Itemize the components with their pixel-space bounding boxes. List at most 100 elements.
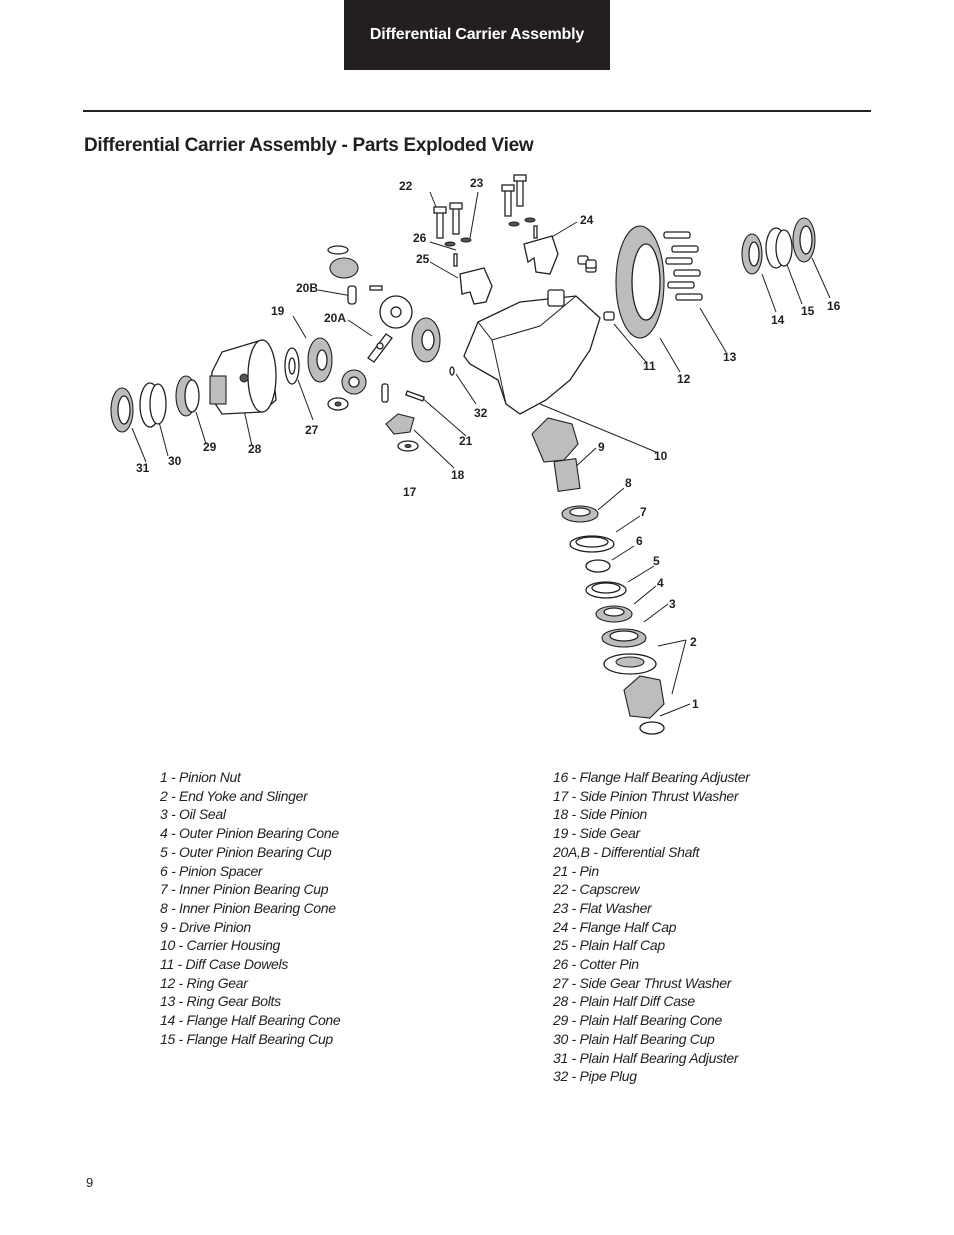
legend-item: 13 - Ring Gear Bolts: [160, 993, 281, 1010]
callout-24: 24: [580, 213, 594, 227]
flange-half-cap-24: [523, 235, 559, 275]
callout-10: 10: [654, 449, 668, 463]
callout-15: 15: [801, 304, 815, 318]
legend-item: 20A,B - Differential Shaft: [553, 843, 700, 860]
legend-item: 15 - Flange Half Bearing Cup: [160, 1030, 333, 1047]
header-rule: [83, 110, 871, 112]
flange-half-bearing-cup-15: [765, 227, 793, 269]
cotter-pin-26: [453, 225, 538, 267]
side-gear-right: [411, 317, 441, 363]
washer-center: [327, 397, 349, 411]
callout-7: 7: [640, 505, 647, 519]
end-yoke-and-slinger-2: [603, 653, 665, 719]
callout-1: 1: [692, 697, 699, 711]
callout-14: 14: [771, 313, 785, 327]
legend-item: 25 - Plain Half Cap: [553, 937, 665, 954]
plain-half-cap-25: [459, 267, 493, 305]
side-gear-thrust-washer-27: [284, 347, 300, 385]
side-pinion-spider: [341, 369, 367, 395]
legend-item: 23 - Flat Washer: [553, 899, 652, 916]
plain-half-bearing-adjuster-31: [110, 387, 134, 433]
flange-half-bearing-adjuster-16: [792, 217, 816, 263]
ring-gear-bolts-13: [663, 231, 703, 301]
side-pinion-upper: [327, 245, 359, 279]
callout-4: 4: [657, 576, 664, 590]
page-title: Differential Carrier Assembly - Parts Ex…: [84, 135, 534, 156]
section-tab-label: Differential Carrier Assembly: [369, 26, 585, 43]
legend-item: 16 - Flange Half Bearing Adjuster: [553, 769, 750, 785]
callout-21: 21: [459, 434, 473, 448]
callout-9: 9: [598, 440, 605, 454]
flange-half-bearing-cone-14: [741, 233, 763, 275]
capscrews-22: [433, 174, 527, 239]
legend-item: 14 - Flange Half Bearing Cone: [160, 1012, 341, 1029]
legend-item: 19 - Side Gear: [553, 825, 640, 842]
callout-31: 31: [136, 461, 150, 475]
callout-17: 17: [403, 485, 417, 499]
legend-item: 5 - Outer Pinion Bearing Cup: [160, 843, 332, 860]
legend-item: 7 - Inner Pinion Bearing Cup: [160, 881, 329, 898]
flat-washers-23: [444, 217, 536, 247]
outer-pinion-bearing-cone-4: [595, 605, 633, 623]
callout-13: 13: [723, 350, 737, 364]
legend-item: 29 - Plain Half Bearing Cone: [553, 1012, 723, 1029]
diff-case-dowels-11: [585, 259, 615, 321]
callout-12: 12: [677, 372, 691, 386]
drive-pinion-9: [531, 417, 581, 493]
section-tab: Differential Carrier Assembly: [344, 0, 610, 70]
legend-item: 24 - Flange Half Cap: [553, 918, 677, 935]
inner-pinion-bearing-cone-8: [561, 505, 599, 523]
oil-seal-3: [601, 628, 647, 648]
callout-25: 25: [416, 252, 430, 266]
legend-item: 22 - Capscrew: [553, 881, 640, 898]
legend-item: 27 - Side Gear Thrust Washer: [553, 974, 732, 991]
plain-half-diff-case-28: [209, 339, 277, 415]
page-number: 9: [86, 1175, 94, 1190]
plain-half-bearing-cup-30: [139, 382, 167, 428]
callout-20b: 20B: [296, 281, 318, 295]
outer-pinion-bearing-cup-5: [585, 581, 627, 599]
callout-labels: 1 2 3 4 5 6 7 8 9 10 11 12 13 14 15 16 1…: [136, 176, 841, 711]
callout-29: 29: [203, 440, 217, 454]
plain-half-bearing-cone-29: [175, 375, 200, 417]
differential-shaft-20a: [367, 333, 393, 363]
callout-18: 18: [451, 468, 465, 482]
callout-6: 6: [636, 534, 643, 548]
legend-item: 6 - Pinion Spacer: [160, 862, 263, 879]
side-pinion-thrust-washer-17: [397, 440, 419, 452]
callout-28: 28: [248, 442, 262, 456]
legend-item: 26 - Cotter Pin: [553, 956, 639, 973]
parts-legend-right: 16 - Flange Half Bearing Adjuster 17 - S…: [553, 768, 750, 1086]
legend-item: 2 - End Yoke and Slinger: [160, 787, 308, 804]
legend-item: 31 - Plain Half Bearing Adjuster: [553, 1049, 739, 1066]
legend-item: 1 - Pinion Nut: [160, 769, 241, 785]
legend-item: 9 - Drive Pinion: [160, 918, 251, 935]
legend-item: 12 - Ring Gear: [160, 974, 248, 991]
carrier-housing-10: [463, 255, 601, 415]
gear-upper-center: [379, 295, 413, 329]
pin-21: [381, 383, 425, 403]
inner-pinion-bearing-cup-7: [569, 535, 615, 553]
pipe-plug-32: [449, 366, 455, 376]
side-gear-19: [307, 337, 333, 383]
side-pinion-18: [385, 413, 415, 435]
legend-item: 8 - Inner Pinion Bearing Cone: [160, 899, 336, 916]
legend-item: 10 - Carrier Housing: [160, 937, 281, 954]
callout-2: 2: [690, 635, 697, 649]
callout-32: 32: [474, 406, 488, 420]
pinion-nut-1: [639, 721, 665, 735]
pinion-spacer-6: [585, 559, 611, 573]
callout-8: 8: [625, 476, 632, 490]
callout-19: 19: [271, 304, 285, 318]
exploded-view-diagram: 1 2 3 4 5 6 7 8 9 10 11 12 13 14 15 16 1…: [110, 174, 841, 735]
callout-27: 27: [305, 423, 319, 437]
callout-30: 30: [168, 454, 182, 468]
callout-22: 22: [399, 179, 413, 193]
callout-5: 5: [653, 554, 660, 568]
legend-item: 17 - Side Pinion Thrust Washer: [553, 787, 739, 804]
legend-item: 4 - Outer Pinion Bearing Cone: [160, 825, 339, 842]
callout-3: 3: [669, 597, 676, 611]
ring-gear-12: [615, 225, 665, 339]
legend-item: 3 - Oil Seal: [160, 806, 226, 823]
callout-26: 26: [413, 231, 427, 245]
